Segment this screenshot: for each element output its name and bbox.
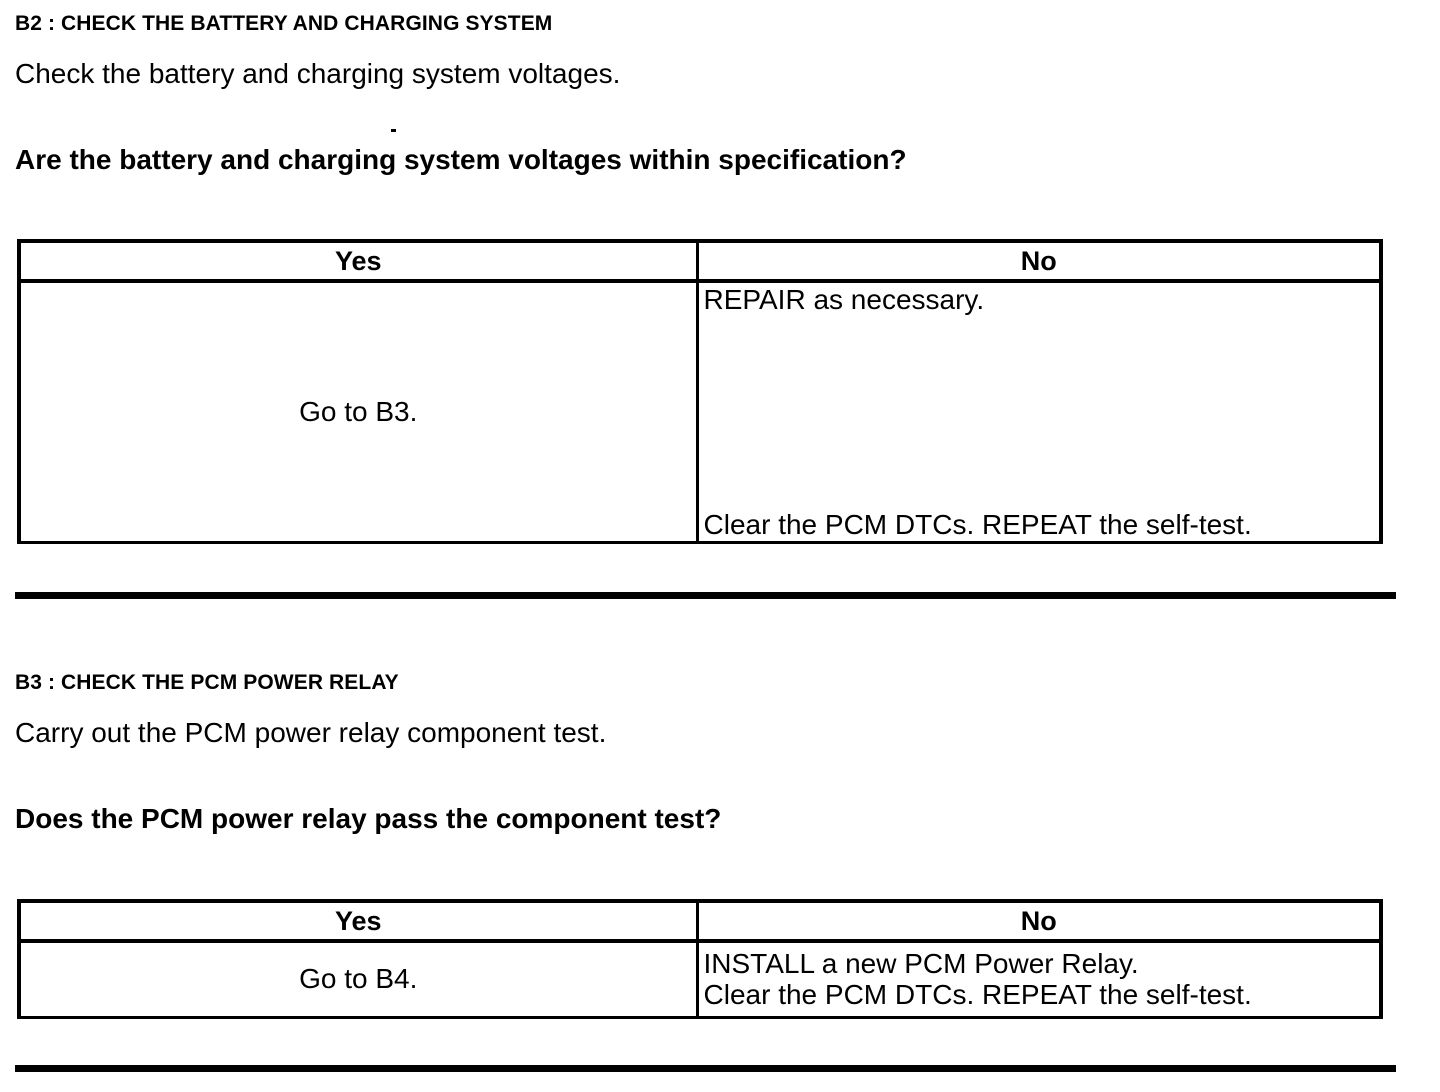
yes-action-text: Go to B4. [299, 963, 418, 995]
section-b3-heading: B3 : CHECK THE PCM POWER RELAY [15, 671, 399, 694]
section-b3-body-text: Carry out the PCM power relay component … [15, 717, 607, 748]
section-b2-body-text: Check the battery and charging system vo… [15, 58, 621, 89]
no-action-text-top: REPAIR as necessary. [703, 284, 985, 315]
table-row: Go to B3. REPAIR as necessary. Clear the… [21, 283, 1379, 541]
section-separator-rule-1 [15, 592, 1396, 599]
decision-table-b2: Yes No Go to B3. REPAIR as necessary. Cl… [17, 239, 1383, 544]
cell-yes-action-b2: Go to B3. [21, 283, 699, 541]
cell-yes-action-b3: Go to B4. [21, 943, 699, 1016]
no-action-text-line1: INSTALL a new PCM Power Relay. [703, 948, 1139, 980]
column-header-yes: Yes [21, 903, 699, 939]
no-action-text-bottom: Clear the PCM DTCs. REPEAT the self-test… [703, 508, 1252, 540]
section-b2-question: Are the battery and charging system volt… [15, 144, 907, 175]
column-header-no: No [698, 903, 1379, 939]
no-action-block: INSTALL a new PCM Power Relay. Clear the… [699, 943, 1380, 1016]
no-action-block: REPAIR as necessary. Clear the PCM DTCs.… [699, 283, 1380, 541]
cell-no-action-b2: REPAIR as necessary. Clear the PCM DTCs.… [698, 283, 1380, 541]
table-header-row: Yes No [21, 903, 1379, 943]
decision-table-b3: Yes No Go to B4. INSTALL a new PCM Power… [17, 899, 1383, 1019]
section-separator-rule-2 [15, 1065, 1396, 1072]
cell-no-action-b3: INSTALL a new PCM Power Relay. Clear the… [698, 943, 1380, 1016]
scan-speck-artifact [391, 129, 396, 132]
section-b2-heading: B2 : CHECK THE BATTERY AND CHARGING SYST… [15, 12, 553, 35]
table-row: Go to B4. INSTALL a new PCM Power Relay.… [21, 943, 1379, 1016]
no-action-text-line2: Clear the PCM DTCs. REPEAT the self-test… [703, 978, 1252, 1010]
column-header-no: No [698, 243, 1379, 279]
table-header-row: Yes No [21, 243, 1379, 283]
yes-action-text: Go to B3. [299, 395, 418, 427]
section-b3-question: Does the PCM power relay pass the compon… [15, 803, 722, 834]
column-header-yes: Yes [21, 243, 699, 279]
